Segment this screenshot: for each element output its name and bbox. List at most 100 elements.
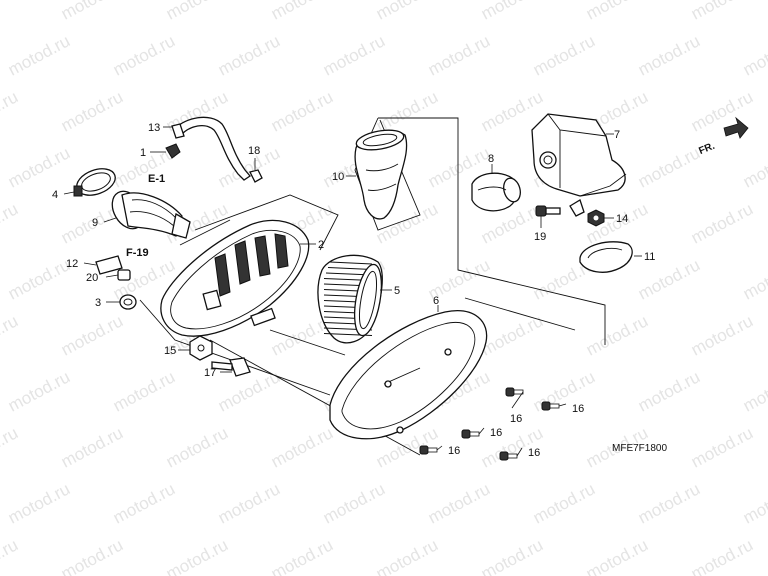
watermark-text: motod.ru [163, 423, 231, 471]
watermark-text: motod.ru [530, 479, 598, 527]
outer-cover-part-6 [329, 305, 488, 440]
band-clamp-part-4 [63, 168, 116, 197]
watermark-text: motod.ru [268, 535, 336, 576]
label-part-13: 13 [148, 122, 160, 134]
label-part-14: 14 [616, 213, 628, 225]
label-part-20: 20 [86, 272, 98, 284]
diagram-code: MFE7F1800 [612, 443, 667, 454]
watermark-text: motod.ru [268, 423, 336, 471]
intake-box-part-7 [531, 113, 627, 197]
watermark-text: motod.ru [635, 479, 703, 527]
label-part-15: 15 [164, 345, 176, 357]
front-direction-label: FR. [697, 141, 716, 157]
collar-part-20 [105, 269, 131, 281]
watermark-text: motod.ru [425, 479, 493, 527]
watermark-text: motod.ru [688, 311, 756, 359]
watermark-text: motod.ru [58, 87, 126, 135]
screw [461, 427, 485, 439]
watermark-text: motod.ru [110, 31, 178, 79]
watermark-text: motod.ru [163, 535, 231, 576]
watermark-text: motod.ru [740, 367, 768, 415]
watermark-text: motod.ru [688, 199, 756, 247]
connector-tube-part-9 [103, 190, 191, 239]
band-part-11 [579, 241, 642, 273]
watermark-text: motod.ru [163, 0, 231, 24]
air-cleaner-housing-part-2 [160, 219, 316, 337]
label-part-9: 9 [92, 217, 98, 229]
watermark-text: motod.ru [740, 31, 768, 79]
watermark-text: motod.ru [268, 0, 336, 24]
watermark-text: motod.ru [5, 143, 73, 191]
reference-f19: F-19 [126, 247, 149, 259]
screw [505, 387, 524, 409]
label-part-8: 8 [488, 153, 494, 165]
watermark-text: motod.ru [635, 31, 703, 79]
watermark-text: motod.ru [635, 367, 703, 415]
watermark-text: motod.ru [320, 479, 388, 527]
label-part-6: 6 [433, 295, 439, 307]
nut-part-15 [178, 335, 213, 361]
inlet-duct-part-10 [346, 129, 408, 220]
label-part-5: 5 [394, 285, 400, 297]
watermark-text: motod.ru [0, 311, 21, 359]
label-part-16-b: 16 [572, 403, 584, 415]
watermark-text: motod.ru [0, 535, 21, 576]
screw [499, 447, 523, 461]
label-part-17: 17 [204, 367, 216, 379]
label-part-11: 11 [644, 251, 655, 263]
watermark-text: motod.ru [635, 143, 703, 191]
label-part-3: 3 [95, 297, 101, 309]
watermark-text: motod.ru [215, 479, 283, 527]
watermark-text: motod.ru [478, 535, 546, 576]
watermark-text: motod.ru [58, 535, 126, 576]
clip-part-1 [150, 143, 181, 159]
watermark-text: motod.ru [58, 311, 126, 359]
screw [419, 445, 443, 455]
watermark-text: motod.ru [0, 423, 21, 471]
watermark-text: motod.ru [425, 31, 493, 79]
watermark-text: motod.ru [583, 311, 651, 359]
watermark-text: motod.ru [268, 87, 336, 135]
label-part-16-a: 16 [510, 413, 522, 425]
breather-tube [163, 116, 251, 181]
watermark-text: motod.ru [0, 0, 21, 24]
watermark-text: motod.ru [5, 255, 73, 303]
grommet-part-12 [83, 255, 123, 275]
filter-pleat [327, 267, 373, 270]
watermark-text: motod.ru [373, 535, 441, 576]
bolt-part-17 [211, 357, 251, 377]
watermark-text: motod.ru [215, 31, 283, 79]
label-part-16-e: 16 [528, 447, 540, 459]
watermark-text: motod.ru [740, 143, 768, 191]
watermark-text: motod.ru [110, 367, 178, 415]
watermark-text: motod.ru [530, 31, 598, 79]
watermark-text: motod.ru [5, 367, 73, 415]
watermark-text: motod.ru [110, 479, 178, 527]
filter-pleat [329, 261, 373, 265]
watermark-text: motod.ru [320, 31, 388, 79]
filter-element-part-5 [317, 254, 392, 344]
reference-e1: E-1 [148, 173, 165, 185]
watermark-text: motod.ru [688, 535, 756, 576]
watermark-text: motod.ru [688, 423, 756, 471]
label-part-10: 10 [332, 171, 344, 183]
front-direction-arrow [723, 116, 749, 139]
watermark-text: motod.ru [583, 535, 651, 576]
watermark-text: motod.ru [478, 0, 546, 24]
label-part-7: 7 [614, 129, 620, 141]
screw [541, 401, 567, 411]
bolt-part-19 [535, 205, 561, 228]
label-part-12: 12 [66, 258, 78, 270]
clamp-part-18 [249, 158, 263, 183]
grommet-part-3 [106, 294, 137, 310]
label-part-16-c: 16 [490, 427, 502, 439]
watermark-text: motod.ru [373, 0, 441, 24]
label-part-16-d: 16 [448, 445, 460, 457]
watermark-text: motod.ru [740, 479, 768, 527]
label-part-18: 18 [248, 145, 260, 157]
watermark-text: motod.ru [5, 31, 73, 79]
watermark-text: motod.ru [58, 0, 126, 24]
